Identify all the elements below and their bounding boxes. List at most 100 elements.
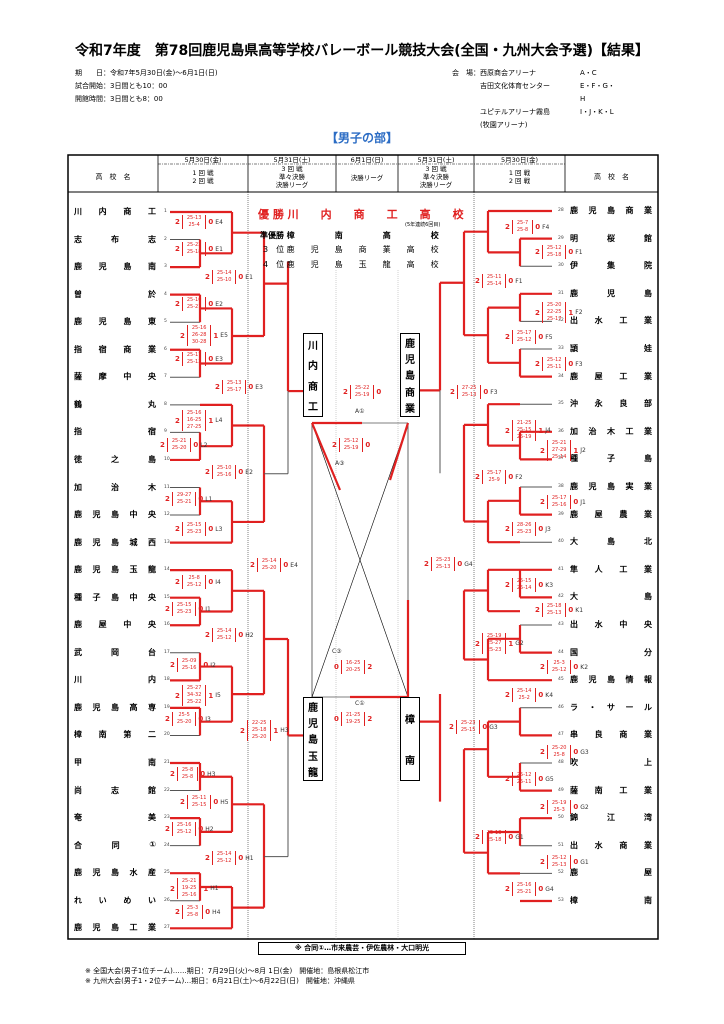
seed-number: 6: [164, 346, 167, 352]
sets-lost: 0: [538, 525, 544, 533]
court-code: J4: [545, 427, 551, 434]
court-code: J1: [580, 498, 586, 506]
team-char: 児: [405, 355, 415, 367]
sets-lost: 0: [573, 748, 579, 756]
school-name: 鹿児島水産: [74, 868, 156, 878]
sets-lost: 0: [238, 273, 244, 281]
court-code: E4: [290, 561, 298, 569]
seed-number: 46: [558, 704, 564, 710]
set-score: 25-14: [516, 688, 532, 694]
set-score: 25-15: [176, 602, 192, 608]
school-name: れいめい: [74, 895, 156, 905]
court-code: F2: [515, 473, 523, 481]
event-info: 期 日：令和7年5月30日(金)～6月1日(日) 試合開始：3日間とも10：00…: [75, 67, 218, 106]
school-name: 大島: [570, 592, 652, 602]
set-score: 25-12: [516, 772, 532, 778]
set-score: 25-14: [216, 628, 232, 634]
set-score: 25-3: [553, 807, 565, 813]
section-title: 【男子の部】: [325, 131, 398, 145]
sets-won: 2: [175, 578, 180, 586]
sets-won: 2: [475, 473, 480, 481]
court-code: F5: [545, 333, 553, 341]
court-code: H5: [220, 798, 229, 806]
set-score: 25-12: [551, 855, 567, 861]
school-name: 鹿児島実業: [570, 482, 652, 491]
set-score: 25-18: [546, 603, 562, 609]
sets-lost: 1: [573, 446, 579, 455]
seed-number: 32: [558, 318, 564, 324]
sets-lost: 0: [200, 770, 206, 778]
header-round: 3 回 戦準々決勝決勝リーグ: [248, 165, 336, 189]
sets-won: 2: [175, 218, 180, 226]
school-name: 徳之島: [74, 454, 156, 464]
sets-lost: 0: [208, 578, 214, 586]
court-code: E2: [245, 468, 253, 476]
set-score: 25-18: [486, 837, 502, 843]
set-score: 25-21: [171, 438, 187, 444]
set-score: 25-20: [171, 445, 187, 451]
sets-lost: 0: [508, 277, 514, 285]
set-score: 25-3: [186, 905, 199, 911]
sets-won: 2: [175, 300, 180, 308]
seed-number: 45: [558, 677, 564, 683]
header-date: 5月30日(金): [184, 156, 222, 164]
round-label: 決勝リーグ: [419, 181, 453, 189]
sets-won: 2: [505, 885, 510, 893]
round-label: 準々決勝: [423, 173, 449, 181]
team-char: 南: [405, 756, 415, 767]
seed-number: 1: [164, 209, 167, 214]
seed-number: 41: [558, 566, 564, 572]
set-score: 27-25: [186, 424, 202, 430]
set-score: 25-21: [176, 499, 192, 505]
set-score: 25-12: [216, 858, 232, 864]
set-score: 25-15: [516, 427, 532, 433]
header-school-right: 高 校 名: [594, 173, 629, 181]
set-score: 25-16: [551, 502, 567, 508]
set-score: 25-5: [178, 712, 190, 718]
school-name: 出水商業: [570, 840, 652, 850]
sets-lost: 0: [573, 803, 579, 811]
league-line: [311, 422, 409, 698]
sets-lost: 1: [538, 426, 544, 435]
court-code: J2: [580, 447, 586, 454]
court-code: G4: [464, 560, 473, 568]
sets-lost: 0: [535, 223, 541, 231]
seed-number: 34: [558, 373, 564, 379]
start-time-text: 試合開始：3日間とも10：00: [75, 82, 168, 90]
court-code: H2: [205, 825, 214, 833]
sets-won: 2: [505, 333, 510, 341]
set-score: 25-16: [181, 665, 197, 671]
sets-won: 2: [160, 441, 165, 449]
seed-number: 3: [164, 264, 167, 270]
sets-won: 2: [540, 663, 545, 671]
court-code: F3: [490, 388, 498, 396]
school-name: 尚志館: [74, 785, 156, 795]
sets-lost: 0: [198, 825, 204, 833]
third-place-text: 3 位 鹿 児 島 商 業 高 校: [263, 245, 439, 254]
set-score: 25-16: [516, 882, 532, 888]
